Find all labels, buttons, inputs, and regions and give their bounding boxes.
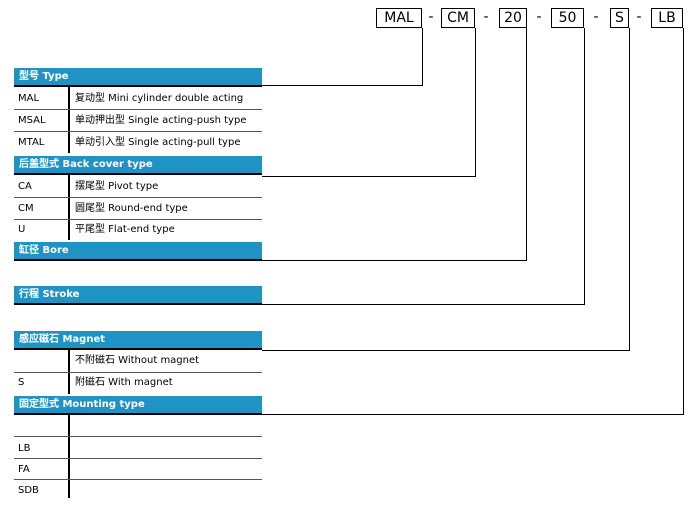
- section-rule: [14, 413, 262, 415]
- row-code: MAL: [18, 93, 40, 104]
- section-rule: [14, 173, 262, 175]
- connector-magnet: [629, 28, 630, 350]
- row-code: FA: [18, 464, 30, 475]
- row-code: CA: [18, 181, 32, 192]
- row-description: 单动引入型 Single acting-pull type: [75, 137, 241, 148]
- code-separator: -: [428, 9, 434, 25]
- connector-magnet-h: [262, 350, 630, 351]
- table-row: S 附磁石 With magnet: [14, 372, 262, 394]
- row-code: MTAL: [18, 137, 45, 148]
- table-row: FA: [14, 459, 262, 481]
- table-row: U 平尾型 Flat-end type: [14, 219, 262, 241]
- code-part-stroke: 50: [551, 8, 584, 28]
- table-row: CA 摆尾型 Pivot type: [14, 176, 262, 198]
- row-description: 圆尾型 Round-end type: [75, 203, 188, 214]
- column-divider: [68, 415, 70, 498]
- connector-type: [422, 28, 423, 85]
- code-separator: -: [536, 9, 542, 25]
- column-divider: [68, 175, 70, 240]
- connector-stroke-h: [262, 304, 585, 305]
- connector-mounting: [683, 28, 684, 414]
- connector-back-cover-h: [262, 176, 476, 177]
- row-description: 摆尾型 Pivot type: [75, 181, 159, 192]
- table-row: SDB: [14, 480, 262, 502]
- row-code: U: [18, 224, 26, 235]
- connector-stroke: [584, 28, 585, 304]
- row-separator: [14, 197, 262, 198]
- section-rule: [14, 348, 262, 350]
- row-separator: [14, 109, 262, 110]
- row-code: LB: [18, 443, 31, 454]
- code-separator: -: [636, 9, 642, 25]
- row-code: CM: [18, 203, 34, 214]
- code-part-bore: 20: [499, 8, 527, 28]
- connector-bore: [526, 28, 527, 260]
- row-description: 复动型 Mini cylinder double acting: [75, 93, 244, 104]
- table-row: [14, 415, 262, 437]
- connector-bore-h: [262, 260, 527, 261]
- row-description: 平尾型 Flat-end type: [75, 224, 175, 235]
- row-description: 附磁石 With magnet: [75, 377, 173, 388]
- table-row: MSAL 单动押出型 Single acting-push type: [14, 110, 262, 132]
- connector-type-h: [262, 85, 423, 86]
- section-header-back-cover: 后盖型式 Back cover type: [14, 156, 262, 173]
- row-code: MSAL: [18, 115, 46, 126]
- code-part-model: MAL: [376, 8, 422, 28]
- row-code: SDB: [18, 485, 39, 496]
- connector-back-cover: [475, 28, 476, 176]
- section-rule: [14, 303, 262, 305]
- code-part-back-cover: CM: [441, 8, 475, 28]
- row-separator: [14, 372, 262, 373]
- row-separator: [14, 131, 262, 132]
- code-part-mounting: LB: [651, 8, 683, 28]
- row-separator: [14, 219, 262, 220]
- section-header-magnet: 感应磁石 Magnet: [14, 331, 262, 348]
- table-row: 不附磁石 Without magnet: [14, 350, 262, 372]
- section-header-type: 型号 Type: [14, 68, 262, 85]
- table-row: LB: [14, 438, 262, 460]
- section-header-bore: 缸径 Bore: [14, 242, 262, 259]
- table-row: CM 圆尾型 Round-end type: [14, 198, 262, 220]
- connector-mounting-h: [262, 414, 684, 415]
- table-row: MAL 复动型 Mini cylinder double acting: [14, 88, 262, 110]
- table-row: MTAL 单动引入型 Single acting-pull type: [14, 132, 262, 154]
- row-separator: [14, 479, 262, 480]
- code-separator: -: [483, 9, 489, 25]
- section-header-stroke: 行程 Stroke: [14, 286, 262, 303]
- code-separator: -: [593, 9, 599, 25]
- row-description: 单动押出型 Single acting-push type: [75, 115, 247, 126]
- code-part-magnet: S: [610, 8, 629, 28]
- row-separator: [14, 458, 262, 459]
- section-header-mounting: 固定型式 Mounting type: [14, 396, 262, 413]
- row-separator: [14, 436, 262, 437]
- row-description: 不附磁石 Without magnet: [75, 355, 200, 366]
- section-rule: [14, 85, 262, 87]
- column-divider: [68, 87, 70, 153]
- row-code: S: [18, 377, 25, 388]
- section-rule: [14, 259, 262, 261]
